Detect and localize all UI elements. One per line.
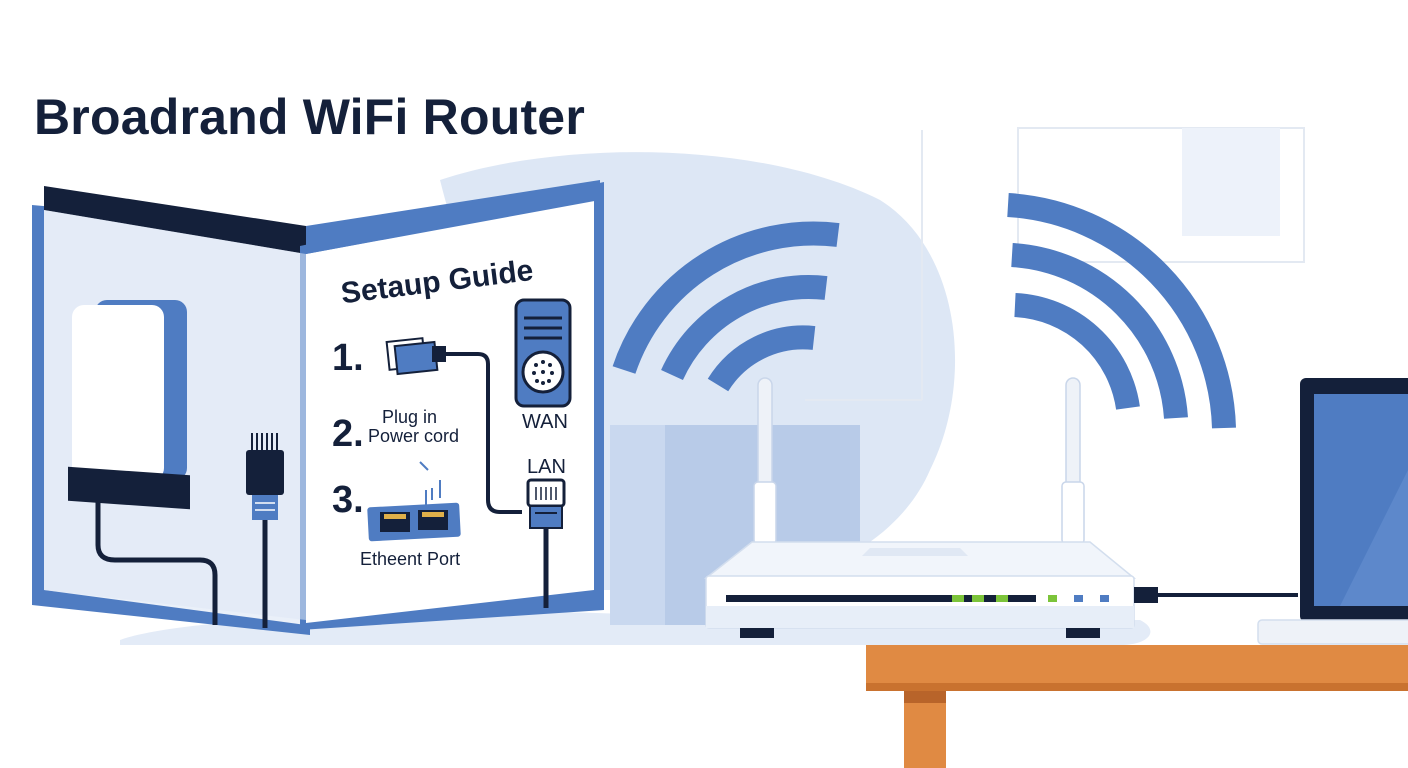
- wifi-signal-right-icon: [1007, 193, 1236, 429]
- port-caption: Etheent Port: [360, 549, 460, 569]
- step-1-number: 1.: [332, 337, 364, 379]
- router-icon: [703, 377, 1298, 638]
- page-title: Broadrand WiFi Router: [34, 89, 585, 145]
- ethernet-port-icon: [367, 461, 461, 542]
- table: [866, 645, 1408, 768]
- step-2-line-2: Power cord: [368, 426, 459, 446]
- wan-label: WAN: [522, 411, 568, 433]
- step-1-plug-icon: [385, 337, 522, 514]
- wan-modem-icon: [514, 298, 572, 408]
- step-2-number: 2.: [332, 413, 364, 455]
- wifi-signal-left-icon: [612, 221, 840, 392]
- power-adapter-icon: [68, 300, 218, 625]
- ethernet-plug-icon: [246, 433, 284, 628]
- lan-label: LAN: [527, 456, 566, 478]
- laptop-icon: [1257, 378, 1408, 645]
- lan-plug-icon: [526, 478, 566, 608]
- step-2-line-1: Plug in: [382, 407, 437, 427]
- step-3-number: 3.: [332, 479, 364, 521]
